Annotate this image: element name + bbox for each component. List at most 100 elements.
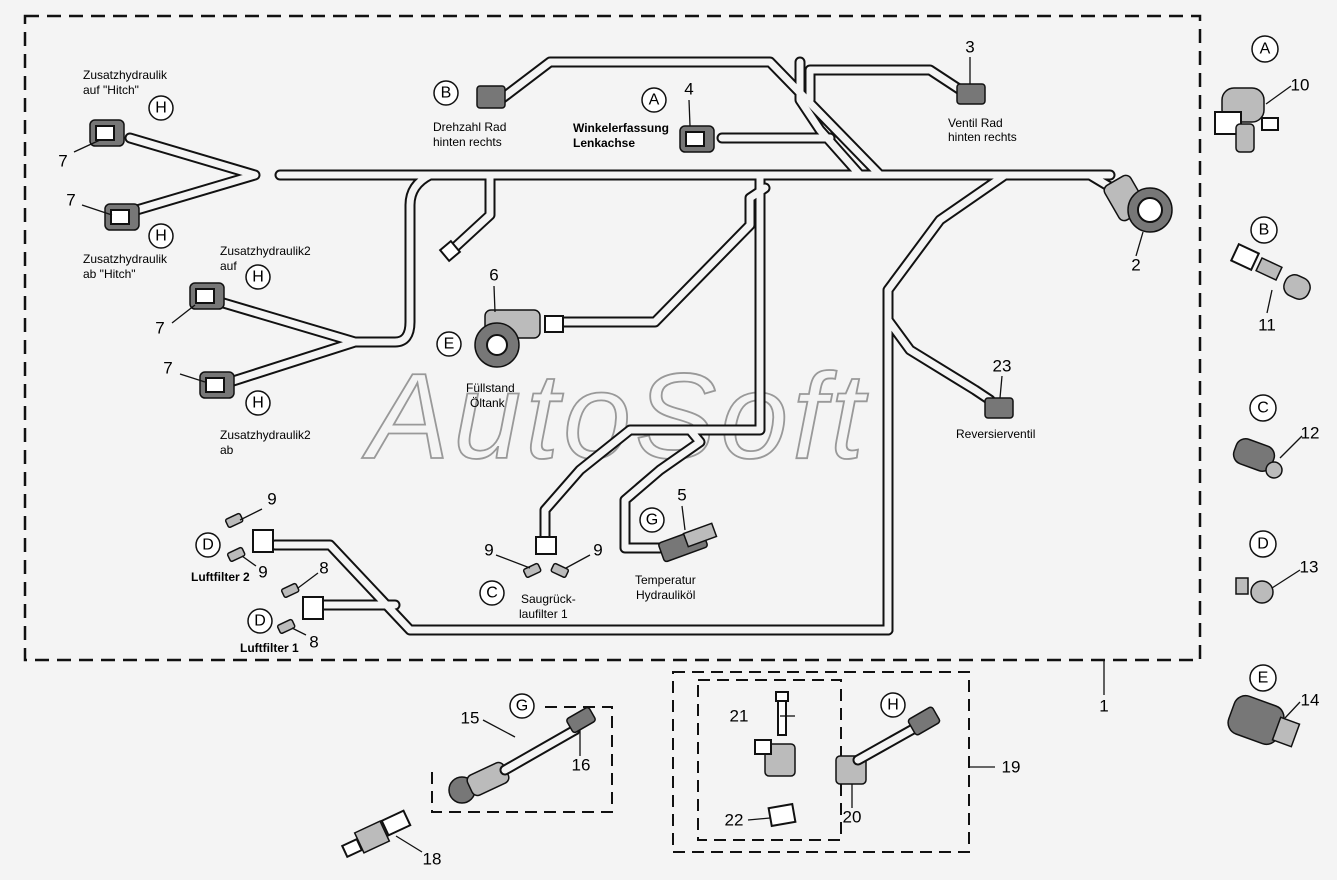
part-number: 14 [1301, 691, 1320, 710]
hydraulic-connector-3[interactable] [189, 282, 225, 310]
sensor-10[interactable] [1214, 87, 1279, 153]
label-zh-auf-line2: auf "Hitch" [83, 83, 139, 97]
junction-sleeve-luft1[interactable] [302, 596, 324, 620]
valve-body[interactable] [754, 739, 796, 777]
part-number: 12 [1301, 424, 1320, 443]
hydraulic-connector-1[interactable] [89, 119, 125, 147]
label-winkel-line1: Winkelerfassung [573, 121, 669, 135]
svg-text:H: H [887, 697, 899, 714]
side-callout-c: C [1249, 394, 1277, 422]
part-number: 9 [258, 563, 267, 582]
label-ventil-line2: hinten rechts [948, 130, 1017, 144]
label-zh2-auf-line1: Zusatzhydraulik2 [220, 244, 311, 258]
callout-d-2: D [247, 608, 273, 634]
sensor-11[interactable] [1229, 242, 1313, 302]
part-number: 2 [1131, 256, 1140, 275]
label-zh-auf-line1: Zusatzhydraulik [83, 68, 168, 82]
callout-c-1: C [479, 580, 505, 606]
part-number: 23 [993, 357, 1012, 376]
label-luftfilter-2: Luftfilter 2 [191, 570, 250, 584]
cable-15[interactable] [448, 724, 581, 804]
label-fuell-line1: Füllstand [466, 381, 515, 395]
callout-d-1: D [195, 532, 221, 558]
speed-sensor-connector[interactable] [476, 85, 506, 109]
side-callout-b: B [1250, 216, 1278, 244]
svg-text:H: H [252, 395, 264, 412]
label-zh2-auf-line2: auf [220, 259, 237, 273]
svg-text:H: H [155, 100, 167, 117]
junction-sleeve-luft2[interactable] [252, 529, 274, 553]
part-number: 5 [677, 486, 686, 505]
part-number: 10 [1291, 76, 1310, 95]
callout-b-1: B [433, 80, 459, 106]
labels: Zusatzhydraulik auf "Hitch" Zusatzhydrau… [83, 68, 1035, 655]
part-number: 7 [58, 152, 67, 171]
watermark: AutoSoft [361, 348, 869, 484]
callout-h-1: H [148, 95, 174, 121]
svg-text:H: H [155, 228, 167, 245]
hydraulic-connector-2[interactable] [104, 203, 140, 231]
oil-level-sensor[interactable] [474, 309, 564, 368]
part-number: 7 [163, 359, 172, 378]
label-revers: Reversierventil [956, 427, 1035, 441]
temperature-connector[interactable] [658, 522, 718, 563]
part-number: 3 [965, 38, 974, 57]
valve-connector[interactable] [956, 83, 986, 105]
part-number: 16 [572, 756, 591, 775]
small-plug-end[interactable] [438, 239, 462, 263]
part-number: 18 [423, 850, 442, 869]
sensor-18[interactable] [340, 809, 412, 859]
terminal-8-luft1-b[interactable] [276, 618, 296, 635]
reversing-valve-connector[interactable] [984, 397, 1014, 419]
label-zh2-ab-line1: Zusatzhydraulik2 [220, 428, 311, 442]
part-number: 8 [319, 559, 328, 578]
leader-lines [73, 57, 1303, 853]
coil-connector-20[interactable] [835, 706, 941, 785]
svg-text:E: E [1258, 670, 1269, 687]
callout-h-4: H [245, 390, 271, 416]
sensor-14[interactable] [1225, 692, 1301, 748]
label-temp-line2: Hydrauliköl [636, 588, 695, 602]
part-number: 11 [1258, 316, 1276, 335]
svg-text:C: C [486, 585, 498, 602]
terminal-9-saug-b[interactable] [550, 562, 570, 579]
angle-sensor-connector[interactable] [679, 125, 715, 153]
part-number: 19 [1002, 758, 1021, 777]
callout-h-3: H [245, 264, 271, 290]
part-number: 7 [66, 191, 75, 210]
label-luftfilter-1: Luftfilter 1 [240, 641, 299, 655]
svg-text:G: G [646, 512, 658, 529]
connector-16[interactable] [566, 706, 597, 734]
part-number: 22 [725, 811, 744, 830]
seal-22[interactable] [767, 802, 797, 828]
sensor-12[interactable] [1231, 436, 1283, 479]
callout-h-2: H [148, 223, 174, 249]
label-drehzahl-line2: hinten rechts [433, 135, 502, 149]
main-round-connector[interactable] [1102, 173, 1173, 233]
callout-g-2: G [509, 693, 535, 719]
svg-text:B: B [441, 85, 452, 102]
kit-19-outer-frame [672, 671, 970, 853]
terminal-9-luft2-a[interactable] [224, 512, 244, 529]
callout-h-5: H [880, 692, 906, 718]
side-callout-a: A [1251, 35, 1279, 63]
part-number: 20 [843, 808, 862, 827]
part-number: 6 [489, 266, 498, 285]
hydraulic-connector-4[interactable] [199, 371, 235, 399]
svg-text:D: D [254, 613, 266, 630]
svg-text:E: E [444, 336, 455, 353]
junction-sleeve-saug[interactable] [535, 536, 557, 555]
part-number: 21 [730, 707, 749, 726]
label-ventil-line1: Ventil Rad [948, 116, 1003, 130]
part-numbers: 1 2 3 4 5 6 7 7 7 7 8 8 9 9 9 9 10 11 12… [58, 38, 1319, 869]
terminal-9-luft2-b[interactable] [226, 546, 246, 563]
terminal-9-saug-a[interactable] [522, 562, 542, 579]
side-callout-e: E [1249, 664, 1277, 692]
terminal-8-luft1-a[interactable] [280, 582, 300, 599]
kit-15-frame [431, 706, 613, 813]
sensor-13[interactable] [1235, 577, 1274, 604]
side-callout-d: D [1249, 530, 1277, 558]
svg-text:A: A [1260, 41, 1271, 58]
screw-21[interactable] [775, 691, 789, 736]
